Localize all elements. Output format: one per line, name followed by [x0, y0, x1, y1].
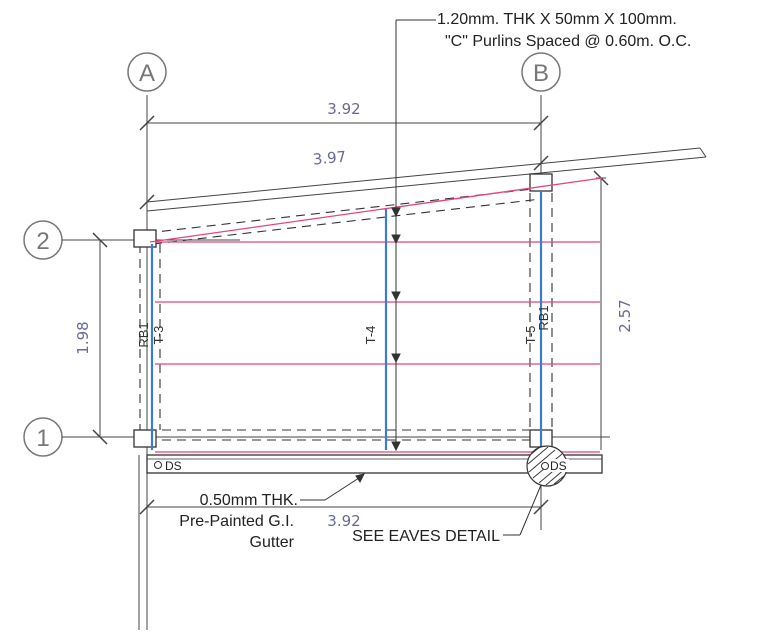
post-b2 [529, 173, 553, 192]
gutter-note-line3: Gutter [250, 534, 295, 551]
member-label-rb-right: RB1 [536, 305, 551, 330]
gutter [146, 454, 603, 474]
grid-bubble-b: B [521, 52, 561, 92]
dimension-left-height: 1.98 [74, 232, 108, 445]
dimension-left-height-label: 1.98 [74, 321, 92, 354]
grid-label-2: 2 [36, 228, 49, 255]
downspout-left: DS [154, 459, 182, 473]
roof-outline [139, 187, 553, 441]
grid-bubble-2: 2 [23, 220, 63, 260]
member-label-rb-left: RB1 [136, 322, 151, 347]
trusses [150, 191, 543, 450]
purlin-note-line2: "C" Purlins Spaced @ 0.60m. O.C. [445, 33, 691, 50]
eaves-note-leader [503, 484, 542, 536]
eaves-note: SEE EAVES DETAIL [352, 528, 500, 545]
dimension-right-height: 2.57 [593, 170, 634, 450]
grid-label-b: B [533, 60, 549, 87]
purlin-1 [149, 177, 603, 243]
gutter-note-leader [300, 473, 365, 501]
member-label-t5: T-5 [523, 326, 538, 345]
post-a2 [133, 229, 157, 248]
purlin-note-line1: 1.20mm. THK X 50mm X 100mm. [437, 11, 677, 28]
dimension-bottom-width-label: 3.92 [327, 512, 360, 530]
dimension-top-width: 3.92 [139, 100, 549, 131]
downspout-left-label: DS [165, 459, 182, 473]
purlin-note-leader [391, 19, 436, 452]
grid-label-a: A [139, 60, 155, 87]
gutter-note-line2: Pre-Painted G.I. [179, 513, 294, 530]
member-label-t4: T-4 [363, 326, 378, 345]
post-a1 [133, 429, 157, 448]
grid-bubble-1: 1 [23, 417, 63, 457]
purlins [149, 177, 603, 453]
dimension-slope: 3.97 [139, 147, 707, 212]
dimension-bottom-width: 3.92 [139, 499, 549, 530]
dimension-right-height-label: 2.57 [616, 299, 634, 332]
downspout-right-label: DS [550, 459, 567, 473]
dimension-top-width-label: 3.92 [327, 100, 360, 118]
member-label-t3: T-3 [151, 326, 166, 345]
eaves-detail-callout: DS [526, 445, 569, 487]
dimension-slope-label: 3.97 [312, 147, 347, 168]
grid-label-1: 1 [36, 425, 49, 452]
gutter-note-line1: 0.50mm THK. [200, 492, 298, 509]
grid-bubble-a: A [127, 52, 167, 92]
